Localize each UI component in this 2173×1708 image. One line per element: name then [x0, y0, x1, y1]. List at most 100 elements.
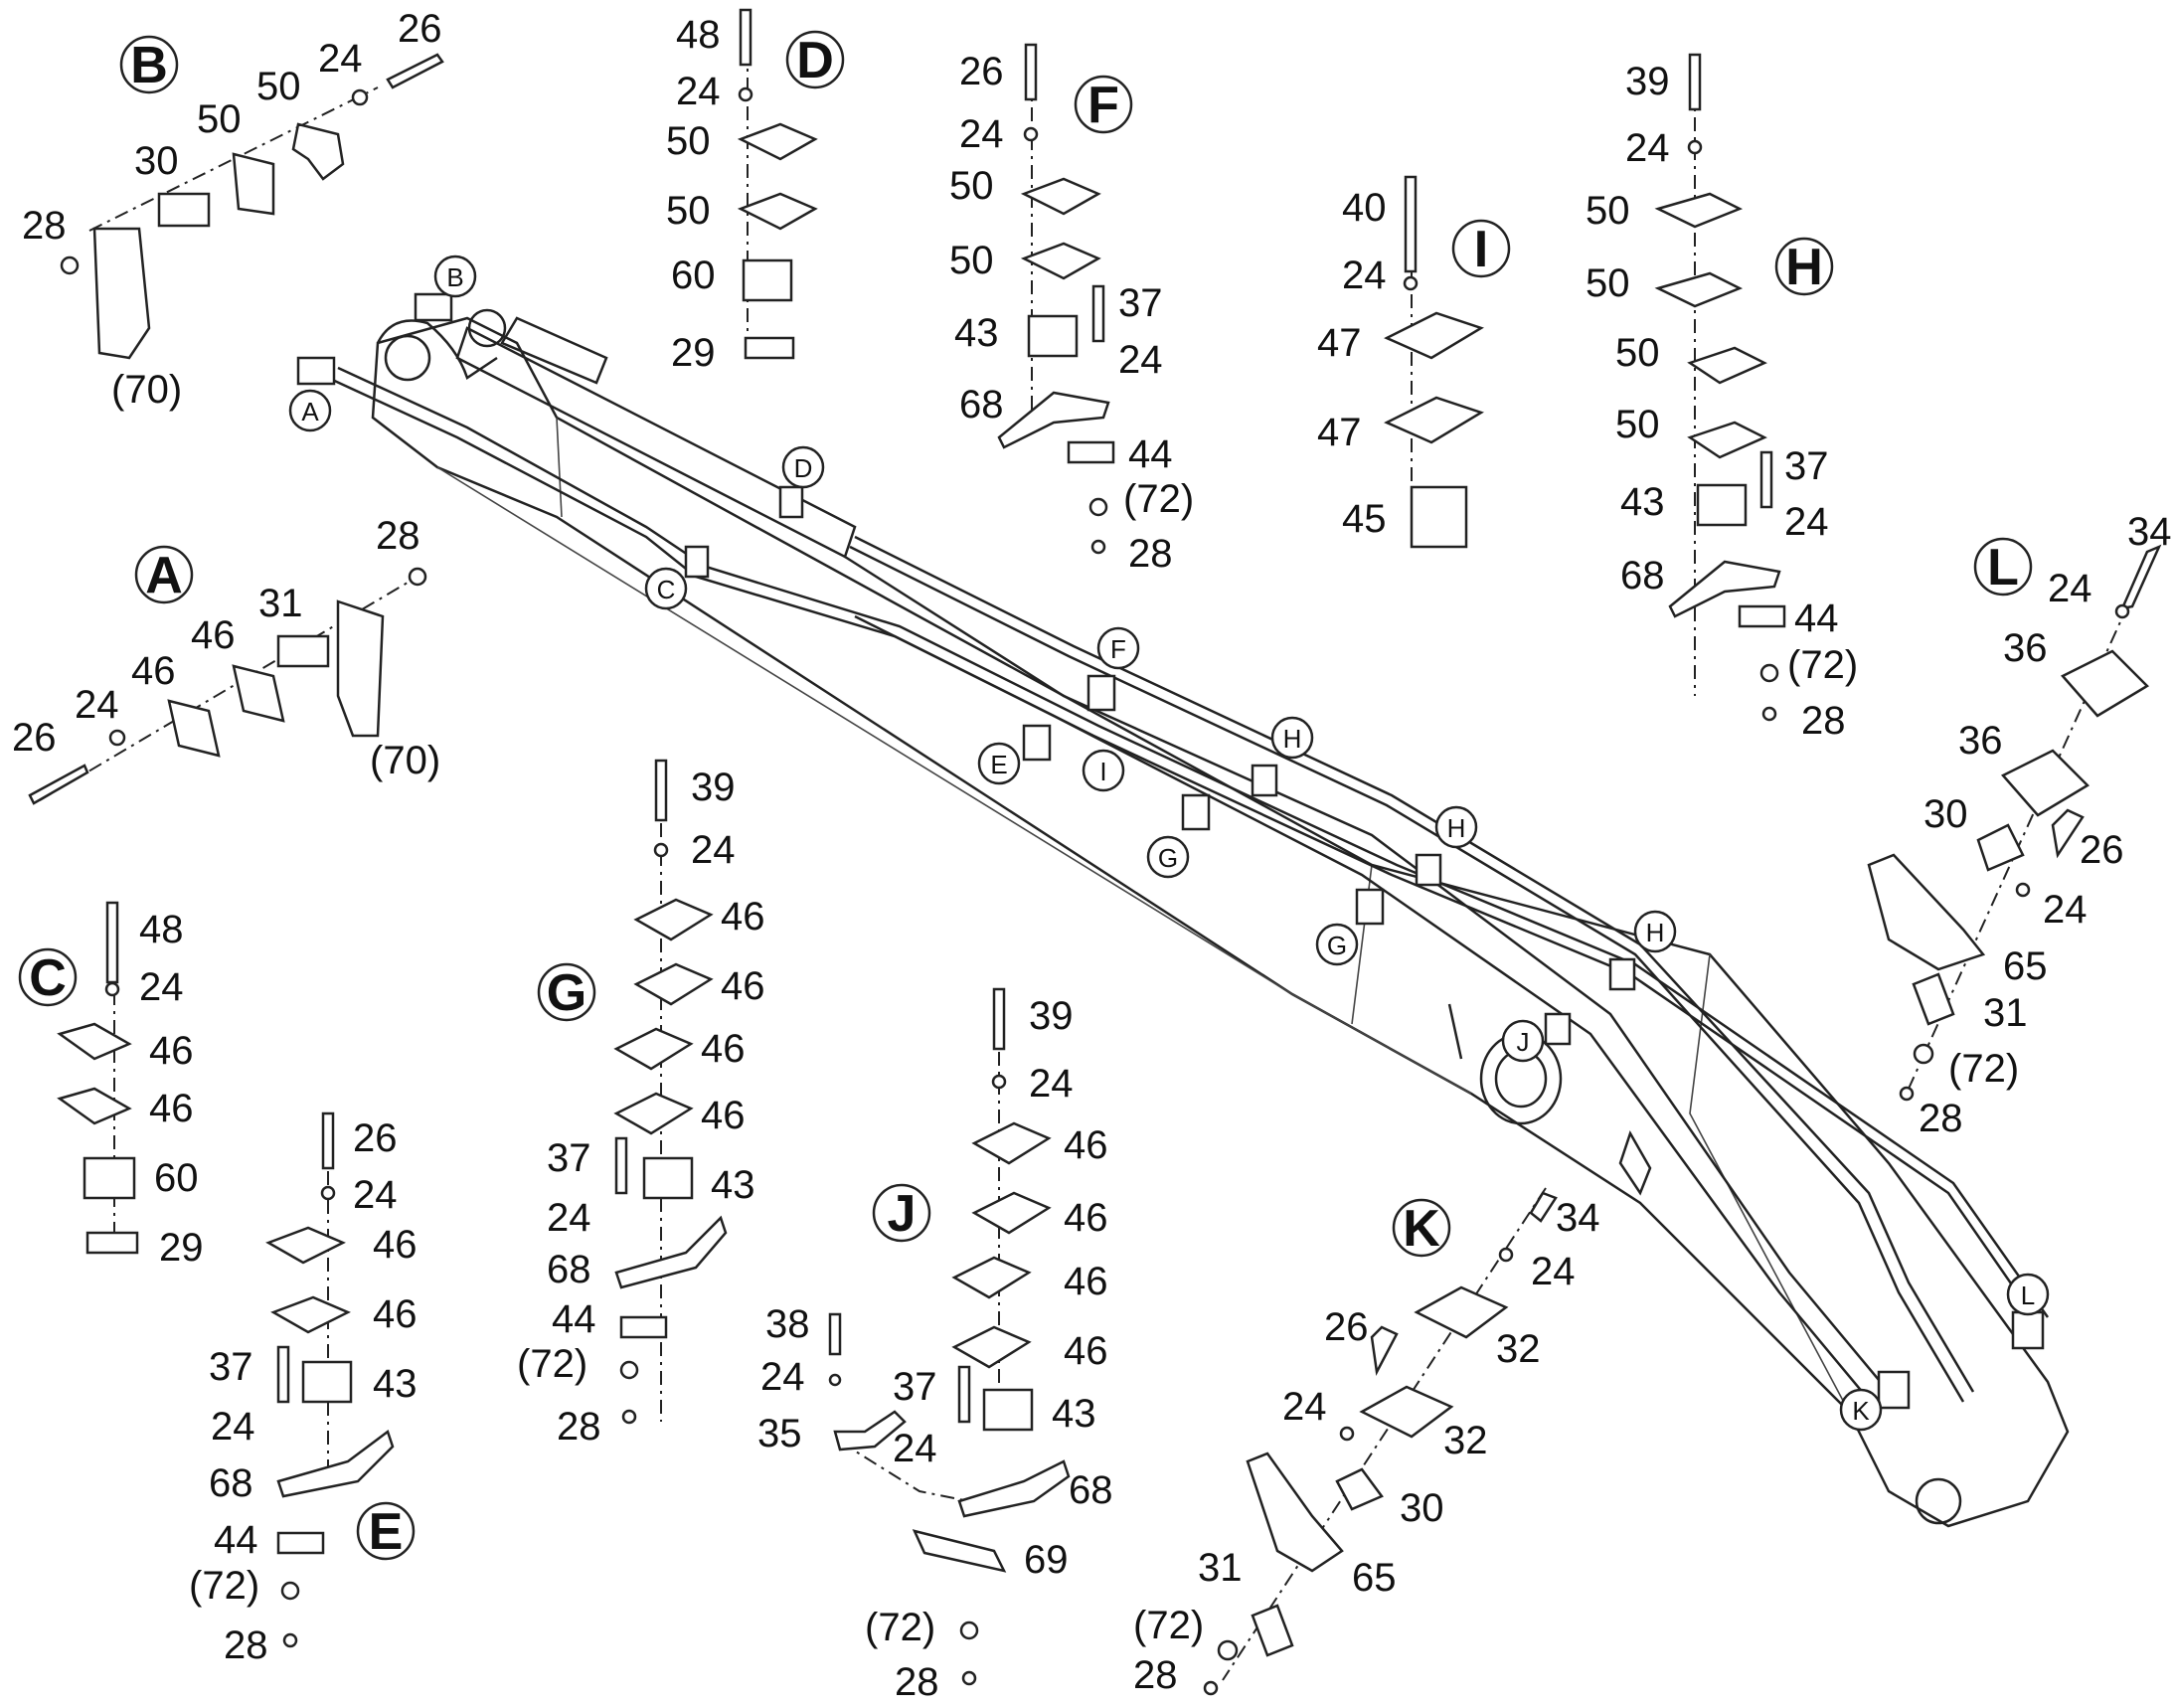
washer: [1403, 275, 1419, 291]
clamp-plate: [1384, 396, 1484, 444]
clamp-plate: [1654, 271, 1744, 308]
part-number: (72): [189, 1564, 259, 1608]
spacer-block: [1027, 314, 1079, 358]
part-number: 37: [547, 1136, 591, 1180]
part-number: 24: [1342, 254, 1387, 297]
boom-slot: [1447, 1003, 1463, 1060]
boom-foot: [376, 319, 498, 380]
part-number: 26: [353, 1116, 398, 1160]
part-number: 44: [1128, 432, 1173, 476]
nut: [1761, 706, 1777, 722]
detail-l: L 34 24 36 36 30 26 24 65 31 (72) 28: [1867, 510, 2172, 1140]
callout-g: G: [1158, 843, 1178, 873]
clamp-plate: [613, 1092, 694, 1135]
clamp-plate: [2060, 649, 2150, 718]
part-number: 50: [256, 65, 301, 108]
clamp-plate: [265, 1226, 346, 1265]
part-number: 38: [765, 1302, 810, 1346]
callout-b: B: [446, 262, 463, 292]
part-number: 46: [721, 895, 765, 939]
part-number: 69: [1024, 1538, 1069, 1582]
washer: [619, 1360, 639, 1380]
washer: [738, 86, 753, 102]
nut: [1090, 539, 1106, 555]
spacer-plate: [744, 336, 795, 360]
mounting-bracket: [276, 1429, 395, 1498]
part-number: (70): [111, 368, 182, 412]
washer: [1498, 1247, 1514, 1263]
part-number: 50: [666, 119, 711, 163]
detail-j: J 39 24 46 46 46 46 43 38 24 35 37 24 68…: [757, 987, 1113, 1704]
part-number: 39: [1029, 994, 1074, 1038]
spacer-plate: [1251, 1604, 1294, 1657]
clamp-j: [1544, 1012, 1572, 1046]
washer: [1217, 1639, 1239, 1661]
detail-a-label: A: [145, 547, 183, 604]
part-number: (72): [865, 1606, 935, 1649]
hose-line-4: [849, 545, 1965, 1403]
part-number: 44: [214, 1518, 258, 1562]
clamp-h3: [1608, 957, 1636, 991]
detail-g: G 39 24 46 46 46 46 37 43 24 68 44 (72) …: [517, 759, 765, 1449]
part-number: 36: [2003, 626, 2048, 670]
mounting-plate: [912, 1529, 1007, 1573]
mounting-bracket: [997, 391, 1110, 449]
detail-i-label: I: [1474, 221, 1488, 278]
part-number: 43: [954, 311, 999, 355]
cylinder-head: [500, 316, 608, 385]
clamp-g2: [1355, 888, 1385, 926]
spacer-block: [276, 634, 330, 668]
bolt: [1688, 53, 1702, 111]
part-number: 26: [398, 7, 442, 51]
detail-c: C 48 24 46 46 60 29: [18, 901, 204, 1270]
washer: [2015, 882, 2031, 898]
clamp-plate: [951, 1256, 1032, 1299]
callout-g2: G: [1327, 931, 1347, 960]
detail-h-label: H: [1785, 239, 1823, 296]
part-number: (72): [1948, 1047, 2019, 1091]
part-number: 46: [1064, 1260, 1108, 1303]
bolt: [386, 53, 444, 89]
washer: [1759, 663, 1779, 683]
part-number: 43: [1620, 480, 1665, 524]
detail-k: K 34 24 32 26 32 24 30 65 31 (72) 28: [1133, 1187, 1600, 1697]
part-number: 46: [1064, 1329, 1108, 1373]
washer: [653, 842, 669, 858]
washer: [280, 1581, 300, 1601]
part-number: 46: [373, 1292, 418, 1336]
part-number: 65: [1352, 1556, 1397, 1600]
callout-j: J: [1517, 1027, 1530, 1057]
part-number: 43: [711, 1163, 755, 1207]
nut: [408, 567, 427, 587]
clamp-plate: [1654, 192, 1744, 229]
part-number: 36: [1958, 719, 2003, 763]
clamp-h2: [1415, 853, 1442, 887]
clamp-plate: [613, 1027, 694, 1071]
part-number: 43: [1052, 1392, 1096, 1436]
spacer-plate: [1912, 972, 1955, 1026]
callout-a: A: [301, 397, 319, 427]
hose-fitting-b: [414, 292, 453, 322]
clamp-plate: [57, 1022, 132, 1061]
part-number: 28: [557, 1405, 601, 1449]
bolt: [957, 1365, 971, 1424]
spacer-block: [642, 1156, 694, 1200]
nut: [60, 256, 80, 275]
part-number: 60: [154, 1156, 199, 1200]
part-number: 28: [1128, 532, 1173, 576]
hose-line-6: [854, 614, 1880, 1413]
bracket-plate: [92, 227, 151, 360]
detail-l-label: L: [1987, 539, 2019, 597]
part-number: 24: [2043, 888, 2088, 932]
bolt: [614, 1136, 628, 1195]
part-number: 68: [1620, 554, 1665, 598]
part-number: 37: [1784, 444, 1829, 488]
part-number: 50: [1586, 261, 1630, 305]
callout-h2: H: [1447, 813, 1466, 843]
spacer-block: [1410, 485, 1468, 549]
callout-k: K: [1852, 1396, 1870, 1426]
washer: [1339, 1426, 1355, 1442]
bolt: [1091, 284, 1105, 343]
spacer-plate: [1738, 604, 1786, 628]
